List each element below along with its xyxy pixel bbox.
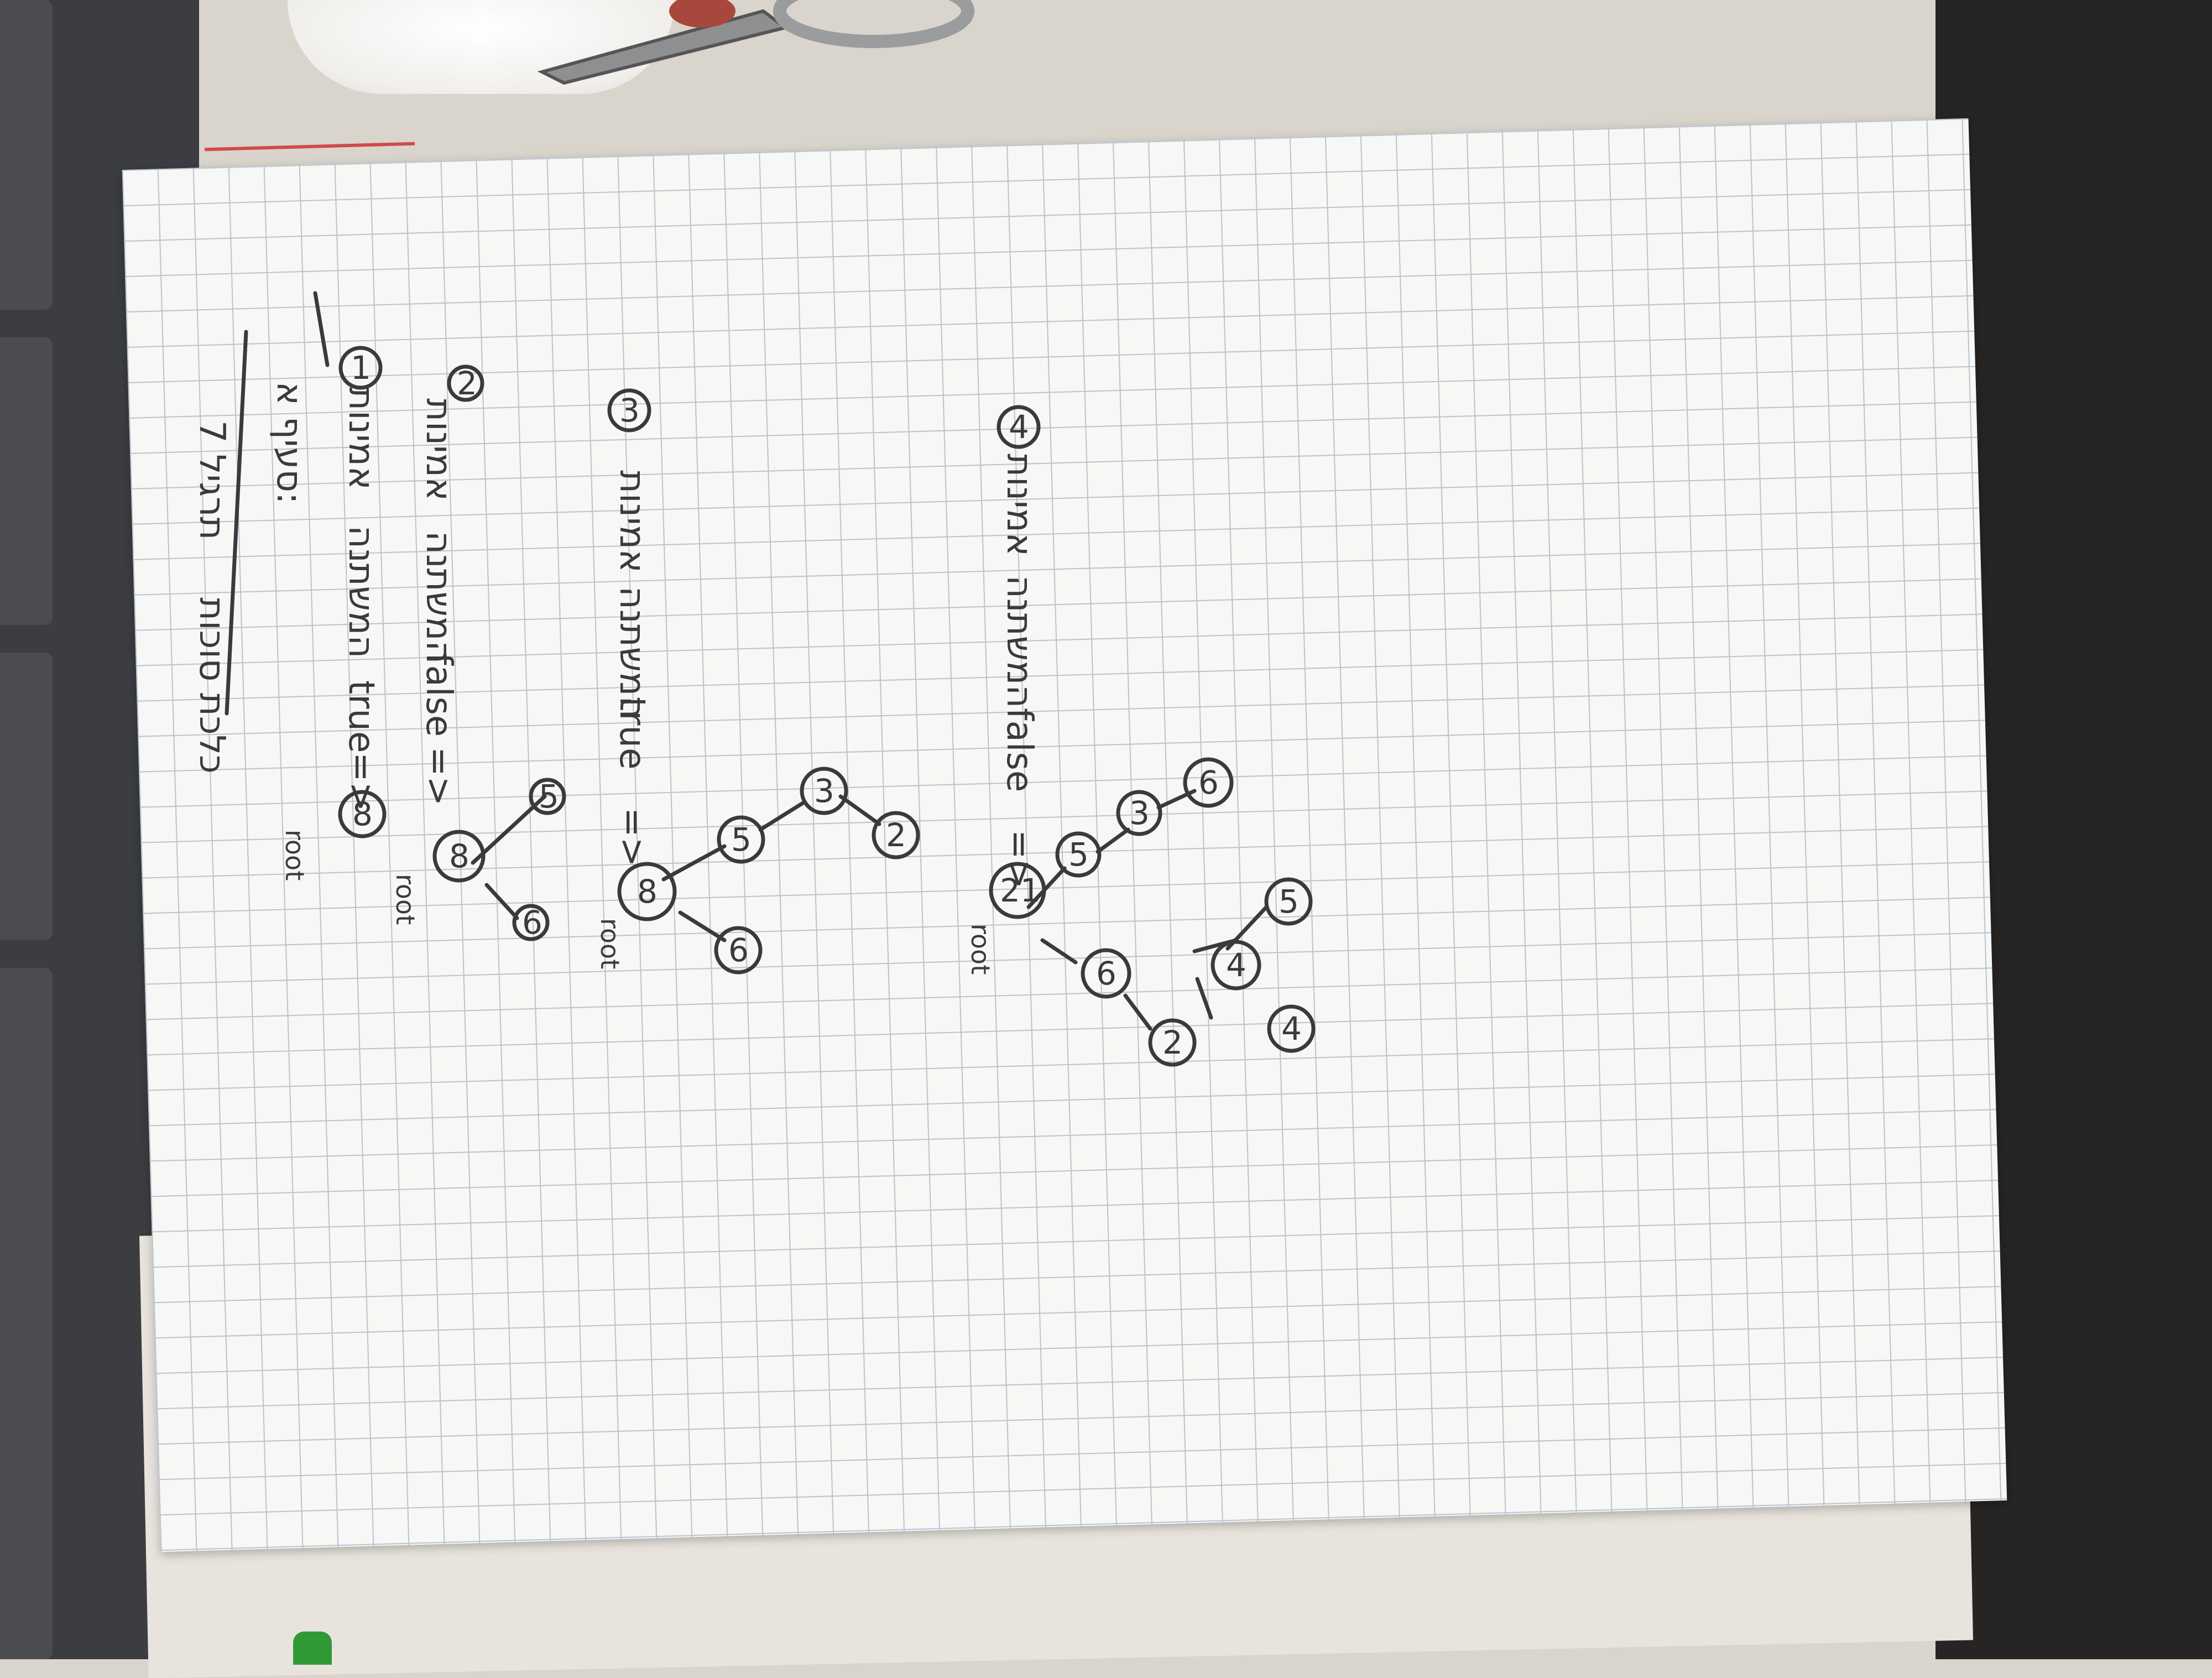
tree-edge <box>484 883 519 920</box>
keyboard-key <box>0 337 53 625</box>
tree-node <box>989 862 1046 919</box>
tree-edge <box>1095 827 1130 854</box>
item-1-number-text: 1 <box>351 349 371 387</box>
title-underline <box>225 330 248 716</box>
tree-node <box>800 767 848 815</box>
tree-edge <box>838 794 881 826</box>
tree-node <box>1211 940 1261 991</box>
green-marker-cap <box>293 1632 332 1665</box>
tree-node <box>1081 948 1131 999</box>
tree-edge <box>1026 866 1067 909</box>
tree-node <box>512 904 550 941</box>
tree-edge <box>661 844 727 882</box>
tree-edge <box>1123 993 1152 1031</box>
tree-node <box>1267 1004 1316 1053</box>
tree-node-label: 8 <box>449 837 469 875</box>
tree-node-label: 5 <box>539 778 559 815</box>
tree-node <box>1264 877 1313 926</box>
tree-node-label: 3 <box>1129 794 1150 832</box>
tree-node-label: 5 <box>731 821 752 858</box>
tissue <box>288 0 675 94</box>
tree-node-label: 6 <box>522 904 542 941</box>
tree-node <box>432 830 486 883</box>
tree-node <box>1148 1018 1197 1067</box>
tree-node-label: 5 <box>1068 836 1089 873</box>
tree-node <box>529 778 566 815</box>
tree-node-label: 8 <box>637 873 658 910</box>
tree-node-label: 4 <box>1281 1010 1302 1048</box>
tree-node-label: 2 <box>1162 1024 1183 1061</box>
item-2-number-text: 2 <box>457 364 477 402</box>
keyboard-key <box>0 653 53 940</box>
tree-node-label: 21 <box>1000 872 1041 909</box>
tree-node-label: 3 <box>814 772 834 810</box>
tree-edge <box>678 910 727 942</box>
tree-3: 8 6 5 3 2 <box>617 767 920 975</box>
keyboard-key <box>0 0 53 310</box>
tree-edge <box>1195 977 1213 1020</box>
tree-node <box>1116 790 1162 836</box>
tree-edge <box>1040 938 1078 965</box>
tree-node <box>338 790 387 838</box>
tree-node-label: 5 <box>1279 883 1299 920</box>
item-1-number: 1 <box>338 346 383 390</box>
tree-node <box>717 815 765 864</box>
scissors <box>537 0 974 85</box>
tree-node <box>1055 831 1102 878</box>
item-2-number: 2 <box>447 364 484 402</box>
tree-node-label: 6 <box>728 931 749 969</box>
tree-node <box>714 926 763 975</box>
tree-edge <box>758 800 807 832</box>
tree-node <box>617 862 677 921</box>
item-4-number: 4 <box>997 405 1041 449</box>
tree-node-label: 6 <box>1198 764 1219 801</box>
keyboard-key <box>0 968 53 1659</box>
tree-1: 8 <box>338 790 387 838</box>
tree-node-label: 8 <box>352 795 373 833</box>
tree-node <box>872 811 920 859</box>
tree-2: 8 6 5 <box>432 778 566 941</box>
section-underline <box>313 291 330 367</box>
item-3-number: 3 <box>607 388 651 432</box>
tree-node <box>1183 757 1234 808</box>
tree-node-label: 2 <box>886 816 906 854</box>
item-3-number-text: 3 <box>619 392 640 429</box>
tree-4: 21 5 3 6 6 2 4 4 5 <box>989 757 1316 1067</box>
item-4-number-text: 4 <box>1009 408 1029 446</box>
tree-node-label: 6 <box>1096 955 1117 992</box>
tree-node-label: 4 <box>1226 946 1246 984</box>
